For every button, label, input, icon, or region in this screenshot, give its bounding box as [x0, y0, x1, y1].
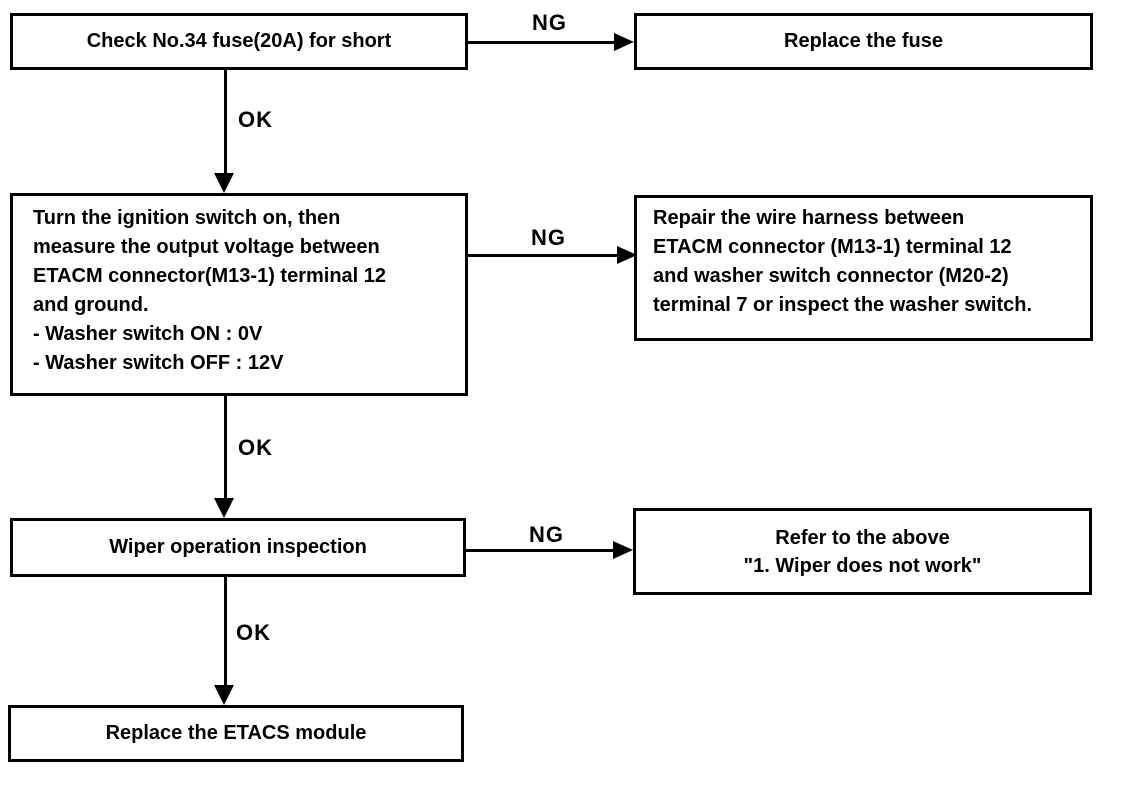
result-box-repair-harness: Repair the wire harness between ETACM co…: [634, 195, 1093, 341]
result-repair-line-1: Repair the wire harness between: [653, 207, 965, 229]
result-repair-line-2: ETACM connector (M13-1) terminal 12: [653, 236, 1012, 258]
step-box-measure-voltage: Turn the ignition switch on, then measur…: [10, 193, 468, 396]
step-measure-line-2: measure the output voltage between: [33, 236, 380, 258]
ok-connector-line-2: [224, 396, 227, 498]
arrow-down-icon: [214, 173, 234, 193]
ok-label-3: OK: [236, 620, 271, 645]
ng-label-3: NG: [529, 522, 564, 547]
ng-connector-line-2: [468, 254, 618, 257]
ng-connector-line-1: [467, 41, 622, 44]
arrow-down-icon: [214, 685, 234, 705]
result-refer-line-1: Refer to the above: [775, 526, 950, 549]
step-wiper-inspection-text: Wiper operation inspection: [109, 536, 367, 558]
ng-label-1: NG: [532, 10, 567, 35]
arrow-right-icon: [613, 541, 633, 559]
step-measure-line-5: - Washer switch ON : 0V: [33, 323, 263, 345]
ok-connector-line-1: [224, 69, 227, 175]
step-measure-line-3: ETACM connector(M13-1) terminal 12: [33, 265, 387, 287]
arrow-down-icon: [214, 498, 234, 518]
ng-label-2: NG: [531, 225, 566, 250]
arrow-right-icon: [614, 33, 634, 51]
step-replace-etacs-text: Replace the ETACS module: [105, 722, 367, 744]
result-refer-line-2: "1. Wiper does not work": [743, 554, 982, 577]
ok-label-2: OK: [238, 435, 273, 460]
result-replace-fuse-text: Replace the fuse: [784, 30, 943, 52]
step-check-fuse-text: Check No.34 fuse(20A) for short: [86, 30, 392, 52]
step-measure-line-6: - Washer switch OFF : 12V: [33, 352, 284, 374]
arrow-right-icon: [617, 246, 637, 264]
ok-connector-line-3: [224, 577, 227, 685]
result-box-replace-fuse: Replace the fuse: [634, 13, 1093, 70]
ok-label-1: OK: [238, 107, 273, 132]
result-box-refer-above: Refer to the above "1. Wiper does not wo…: [633, 508, 1092, 595]
ng-connector-line-3: [466, 549, 614, 552]
result-repair-line-3: and washer switch connector (M20-2): [653, 265, 1009, 287]
step-measure-line-4: and ground.: [33, 294, 149, 316]
step-measure-line-1: Turn the ignition switch on, then: [33, 207, 341, 229]
step-box-replace-etacs: Replace the ETACS module: [8, 705, 464, 762]
step-box-wiper-inspection: Wiper operation inspection: [10, 518, 466, 577]
result-repair-line-4: terminal 7 or inspect the washer switch.: [653, 294, 1033, 316]
step-box-check-fuse: Check No.34 fuse(20A) for short: [10, 13, 468, 70]
